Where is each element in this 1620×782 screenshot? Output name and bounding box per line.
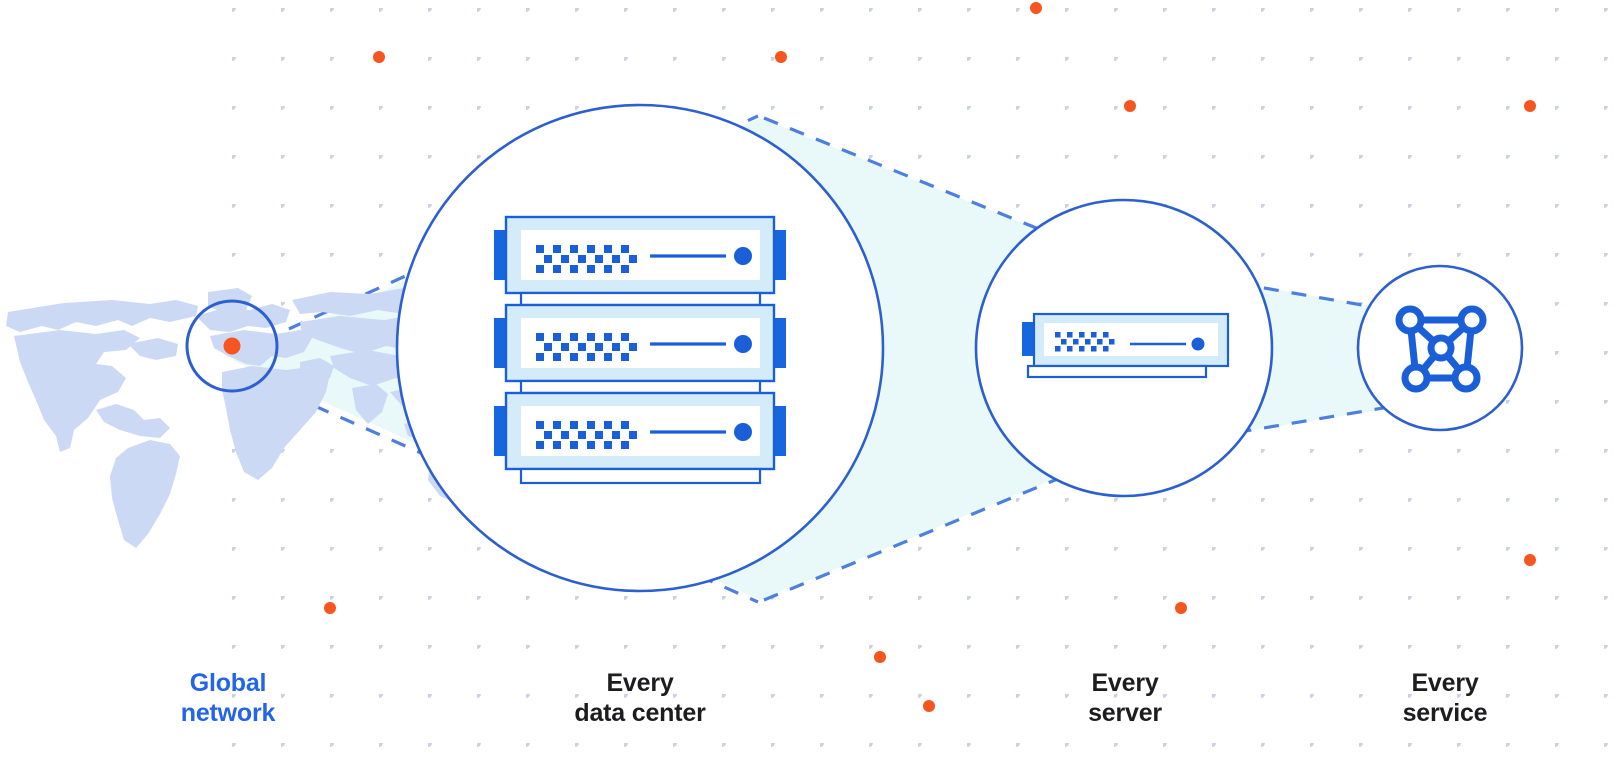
server-unit <box>494 303 786 383</box>
stage-label-global-network: Global network <box>180 669 276 727</box>
highlight-dots <box>324 2 1536 712</box>
single-server-icon <box>1022 312 1230 379</box>
server-unit <box>494 215 786 295</box>
server-rack-icon <box>494 215 786 485</box>
map-highlight-circle <box>185 299 279 393</box>
stage-label-server: Every server <box>1088 669 1162 727</box>
service-network-icon <box>1395 305 1487 393</box>
map-location-dot <box>223 337 241 355</box>
stage-label-data-center: Every data center <box>574 669 706 727</box>
stage-label-service: Every service <box>1402 669 1488 727</box>
server-unit <box>494 391 786 471</box>
